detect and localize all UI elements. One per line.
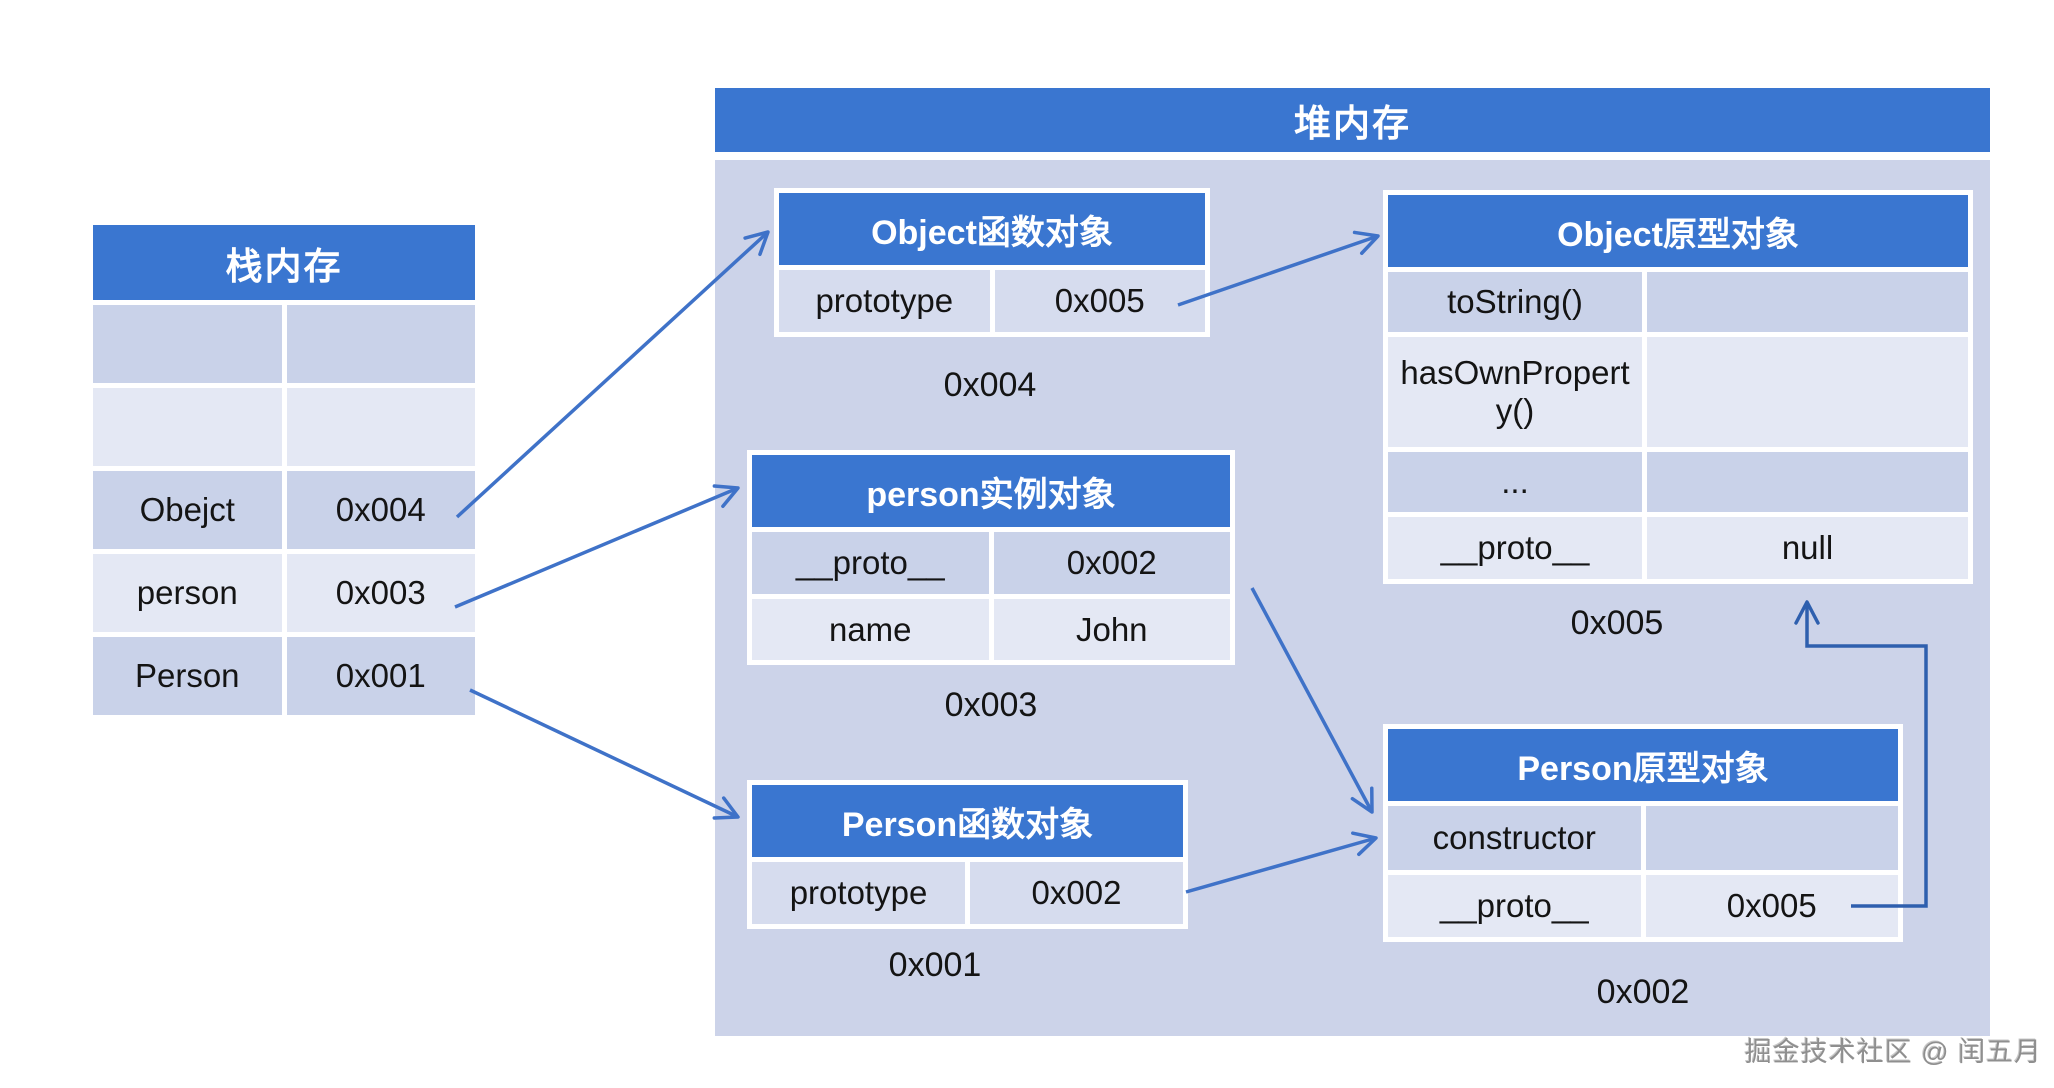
stack-row0-value	[286, 305, 475, 383]
table-row: name John	[752, 599, 1230, 660]
object-function-address-label: 0x004	[943, 366, 1037, 404]
stack-row2-value: 0x004	[286, 471, 475, 549]
stack-row4-value: 0x001	[286, 637, 475, 715]
person-instance-proto-value: 0x002	[993, 532, 1230, 594]
table-row: __proto__ 0x002	[752, 532, 1230, 594]
person-instance-address-label: 0x003	[944, 686, 1038, 724]
person-instance-title: person实例对象	[752, 455, 1230, 527]
object-prototype-tostring-key: toString()	[1388, 272, 1642, 332]
stack-row2-name: Obejct	[93, 471, 282, 549]
object-prototype-ellipsis-value	[1647, 452, 1968, 512]
table-row: ...	[1388, 452, 1968, 512]
person-function-prototype-value: 0x002	[970, 862, 1183, 924]
stack-memory-title: 栈内存	[93, 225, 475, 300]
object-function-table: Object函数对象 prototype 0x005	[774, 188, 1210, 337]
person-instance-proto-key: __proto__	[752, 532, 989, 594]
person-function-title: Person函数对象	[752, 785, 1183, 857]
watermark: 掘金技术社区 @ 闰五月	[1744, 1037, 2042, 1067]
object-prototype-hasownproperty-key: hasOwnProperty()	[1388, 337, 1642, 447]
person-prototype-constructor-value	[1645, 806, 1898, 870]
object-prototype-ellipsis-key: ...	[1388, 452, 1642, 512]
stack-row1-value	[286, 388, 475, 466]
table-row: constructor	[1388, 806, 1898, 870]
person-instance-table: person实例对象 __proto__ 0x002 name John	[747, 450, 1235, 665]
stack-row3-value: 0x003	[286, 554, 475, 632]
object-prototype-tostring-value	[1647, 272, 1968, 332]
table-row: __proto__ 0x005	[1388, 875, 1898, 937]
object-function-prototype-key: prototype	[779, 270, 990, 332]
table-row: prototype 0x002	[752, 862, 1183, 924]
stack-row3-name: person	[93, 554, 282, 632]
person-prototype-table: Person原型对象 constructor __proto__ 0x005	[1383, 724, 1903, 942]
person-function-address-label: 0x001	[888, 946, 982, 984]
heap-memory-title-bar: 堆内存	[715, 88, 1990, 152]
object-prototype-proto-key: __proto__	[1388, 517, 1642, 579]
arrow-stack-person-to-person-instance	[454, 484, 740, 609]
table-row: person 0x003	[93, 554, 475, 632]
table-row	[93, 305, 475, 383]
person-prototype-proto-key: __proto__	[1388, 875, 1641, 937]
table-row: Person 0x001	[93, 637, 475, 715]
stack-row0-name	[93, 305, 282, 383]
person-prototype-proto-value: 0x005	[1645, 875, 1898, 937]
object-prototype-title: Object原型对象	[1388, 195, 1968, 267]
person-function-prototype-key: prototype	[752, 862, 965, 924]
stack-row1-name	[93, 388, 282, 466]
table-row: prototype 0x005	[779, 270, 1205, 332]
arrow-stack-Person-to-person-function	[469, 688, 740, 820]
person-instance-name-value: John	[993, 599, 1230, 660]
object-prototype-proto-value: null	[1647, 517, 1968, 579]
heap-memory-title: 堆内存	[1294, 103, 1411, 144]
person-prototype-constructor-key: constructor	[1388, 806, 1641, 870]
table-row	[93, 388, 475, 466]
object-prototype-hasownproperty-value	[1647, 337, 1968, 447]
table-row: hasOwnProperty()	[1388, 337, 1968, 447]
object-prototype-table: Object原型对象 toString() hasOwnProperty() .…	[1383, 190, 1973, 584]
person-function-table: Person函数对象 prototype 0x002	[747, 780, 1188, 929]
object-prototype-address-label: 0x005	[1570, 604, 1664, 642]
person-prototype-title: Person原型对象	[1388, 729, 1898, 801]
stack-memory-table: 栈内存 Obejct 0x004 person 0x003 Person 0x0…	[88, 220, 480, 720]
object-function-prototype-value: 0x005	[994, 270, 1205, 332]
stack-row4-name: Person	[93, 637, 282, 715]
table-row: __proto__ null	[1388, 517, 1968, 579]
person-prototype-address-label: 0x002	[1596, 973, 1690, 1011]
table-row: toString()	[1388, 272, 1968, 332]
person-instance-name-key: name	[752, 599, 989, 660]
object-function-title: Object函数对象	[779, 193, 1205, 265]
table-row: Obejct 0x004	[93, 471, 475, 549]
